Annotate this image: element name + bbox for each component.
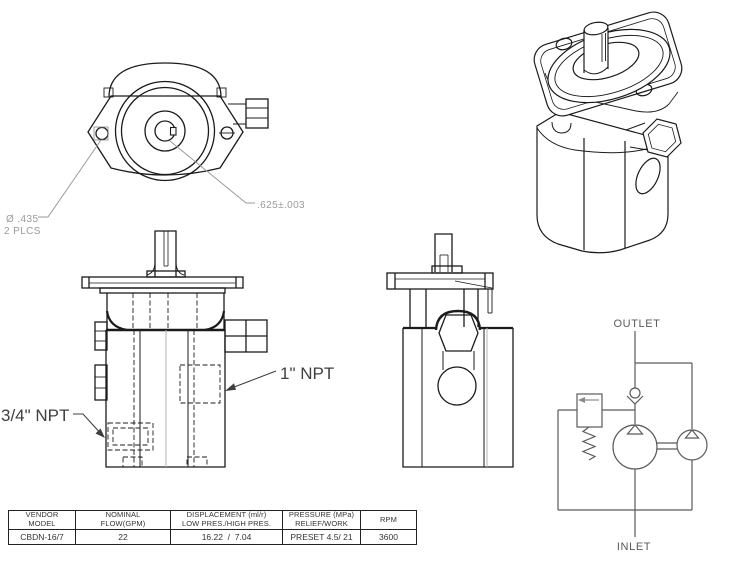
secondary-pump-symbol xyxy=(676,429,708,461)
left-port-label: 3/4" NPT xyxy=(1,406,69,425)
spec-table: VENDOR MODEL NOMINAL FLOW(GPM) DISPLACEM… xyxy=(8,510,417,545)
header-nominal-flow: NOMINAL FLOW(GPM) xyxy=(76,511,171,530)
header-rpm: RPM xyxy=(361,511,416,530)
side-view-center xyxy=(386,233,514,468)
port-annotation-leaders xyxy=(73,370,277,438)
hydraulic-schematic xyxy=(557,331,708,537)
inlet-label: INLET xyxy=(617,541,651,553)
value-pressure: PRESET 4.5/ 21 xyxy=(283,530,361,544)
header-displacement: DISPLACEMENT (ml/r) LOW PRES./HIGH PRES. xyxy=(171,511,283,530)
header-pressure: PRESSURE (MPa) RELIEF/WORK xyxy=(283,511,361,530)
value-nominal-flow: 22 xyxy=(76,530,171,544)
main-pump-symbol xyxy=(612,424,658,470)
check-valve-symbol xyxy=(629,387,641,399)
side-view-left xyxy=(81,230,268,468)
shaft-diameter-dimension: .625±.003 xyxy=(257,200,305,211)
hole-diameter-dimension: Ø .435 xyxy=(6,214,38,225)
value-displacement: 16.22 / 7.04 xyxy=(171,530,283,544)
right-port-label: 1" NPT xyxy=(280,364,334,383)
hole-count-dimension: 2 PLCS xyxy=(4,226,41,237)
front-view xyxy=(87,62,269,182)
spring-symbol xyxy=(581,426,597,461)
outlet-label: OUTLET xyxy=(614,318,661,330)
value-vendor-model: CBDN-16/7 xyxy=(9,530,76,544)
header-vendor-model: VENDOR MODEL xyxy=(9,511,76,530)
value-rpm: 3600 xyxy=(379,532,398,542)
isometric-view xyxy=(533,11,683,254)
front-view-dimension-leaders xyxy=(38,139,255,218)
